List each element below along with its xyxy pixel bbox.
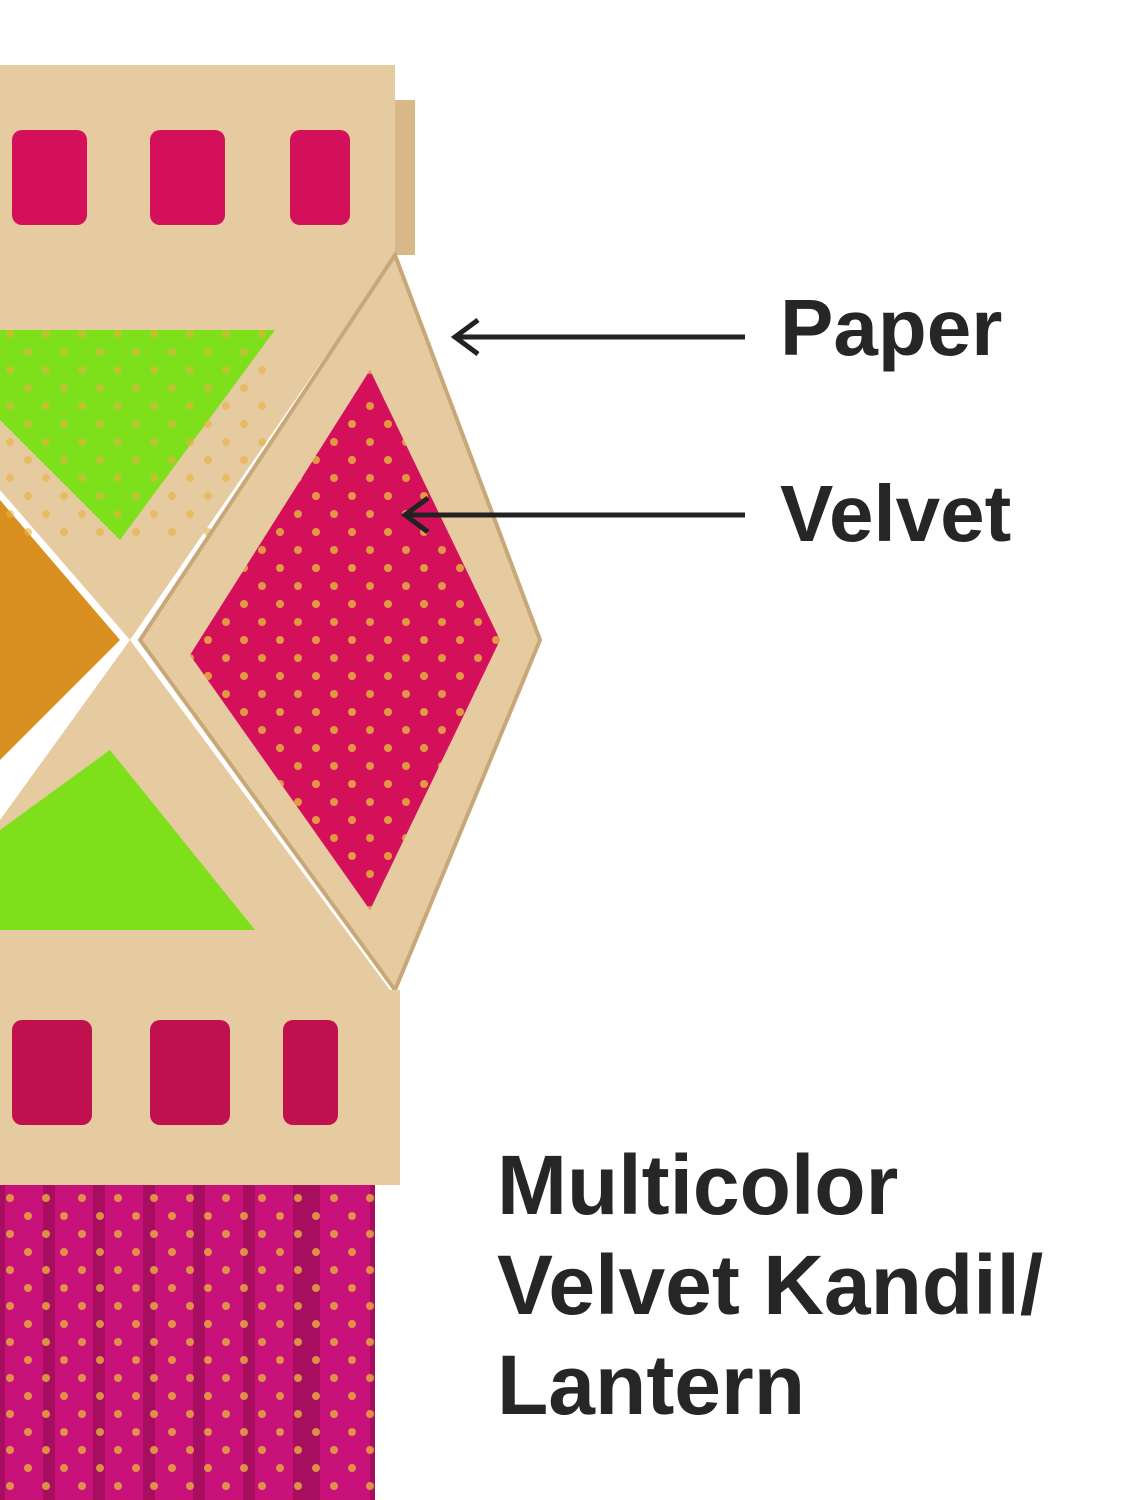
paper-arrow [450,317,745,357]
title-line-1: Multicolor [497,1138,899,1232]
bottom-band [0,990,400,1185]
velvet-callout-label: Velvet [780,469,1012,558]
title-line-2: Velvet Kandil/ [497,1238,1044,1332]
top-band [0,65,415,255]
title-line-3: Lantern [497,1338,806,1432]
product-title: Multicolor Velvet Kandil/ Lantern [497,1135,1043,1435]
fringe [0,1180,375,1500]
velvet-arrow [400,495,745,535]
paper-callout-label: Paper [780,283,1003,372]
